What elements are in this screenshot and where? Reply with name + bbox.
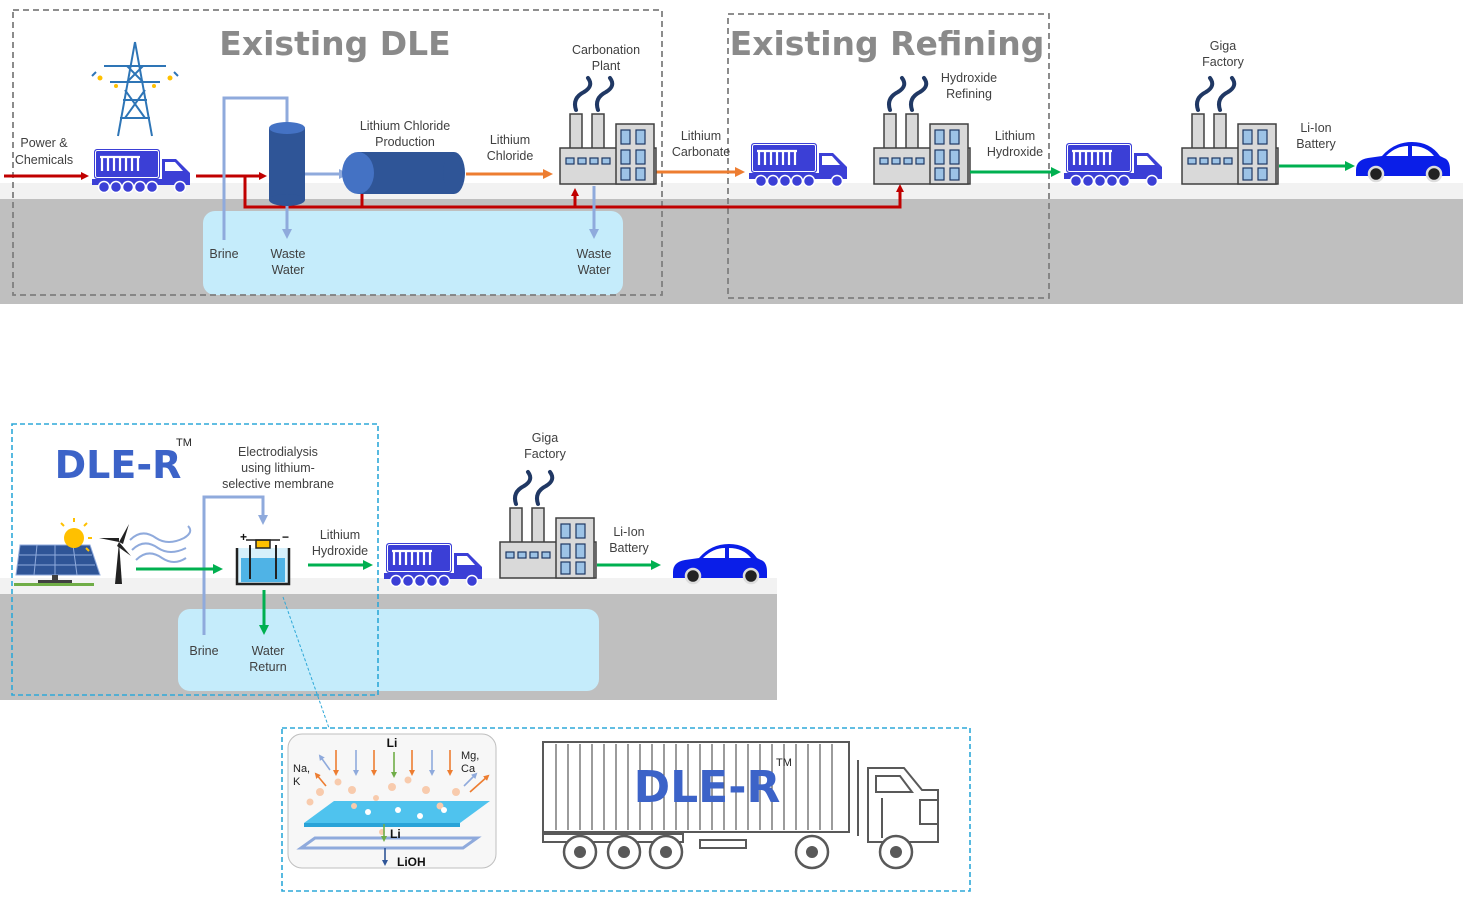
power-chemicals-label: Power &Chemicals xyxy=(15,136,73,167)
ground-surface-bottom xyxy=(0,578,777,594)
power-sparks xyxy=(97,75,173,88)
truck-icon-carbonate xyxy=(747,141,849,188)
semi-truck-icon xyxy=(542,741,939,870)
brine-label-bottom: Brine xyxy=(189,644,218,658)
svg-text:−: − xyxy=(282,530,289,544)
truck-icon-hydroxide xyxy=(1062,141,1164,188)
solar-panel-icon xyxy=(15,544,101,583)
factory-icon-carbonation xyxy=(558,76,658,186)
lioh-label: LiOH xyxy=(397,855,426,869)
lithium-hydroxide-flow-top xyxy=(970,161,1355,177)
lithium-chloride-flow xyxy=(466,167,745,179)
callout-line xyxy=(282,596,331,732)
wave-icon xyxy=(129,525,192,563)
li-top-label: Li xyxy=(387,736,398,750)
dle-r-trademark: TM xyxy=(176,437,192,449)
power-chemicals-flow xyxy=(4,172,904,209)
svg-text:+: + xyxy=(240,530,247,544)
grass-strip xyxy=(14,583,94,586)
factory-icon-giga-top xyxy=(1180,76,1280,186)
existing-dle-box xyxy=(12,9,663,296)
car-icon-bottom xyxy=(671,542,769,585)
car-icon-top xyxy=(1354,140,1452,183)
truck-icon-power xyxy=(90,147,192,194)
na-k-label: Na,K xyxy=(293,763,310,788)
truck-brand-trademark: TM xyxy=(776,757,792,769)
brine-reservoir-bottom xyxy=(178,609,599,691)
li-mid-label: Li xyxy=(390,827,401,841)
factory-icon-giga-bottom xyxy=(498,470,598,580)
brine-pipe-bottom xyxy=(202,495,268,635)
electrodialysis-cell-icon: + − xyxy=(235,530,291,586)
ground-surface-top xyxy=(0,183,1463,199)
wind-turbine-icon xyxy=(99,524,131,584)
sun-icon xyxy=(60,518,92,552)
mg-ca-label: Mg,Ca xyxy=(461,750,479,775)
existing-refining-title: Existing Refining xyxy=(730,24,1045,63)
tank-icon-vertical xyxy=(269,122,305,206)
tank-icon-horizontal xyxy=(342,152,465,194)
dle-r-title: DLE-R xyxy=(55,443,182,487)
truck-brand-label: DLE-R xyxy=(634,762,781,813)
truck-icon-bottom xyxy=(382,541,484,588)
brine-reservoir-top xyxy=(203,211,623,295)
existing-refining-box xyxy=(727,13,1050,299)
membrane-icon xyxy=(296,750,490,866)
brine-label-top: Brine xyxy=(209,247,238,261)
power-tower-icon xyxy=(91,41,179,137)
existing-dle-title: Existing DLE xyxy=(219,24,450,63)
dle-r-box xyxy=(11,423,379,696)
lithium-hydroxide-flow-bottom xyxy=(136,560,661,635)
